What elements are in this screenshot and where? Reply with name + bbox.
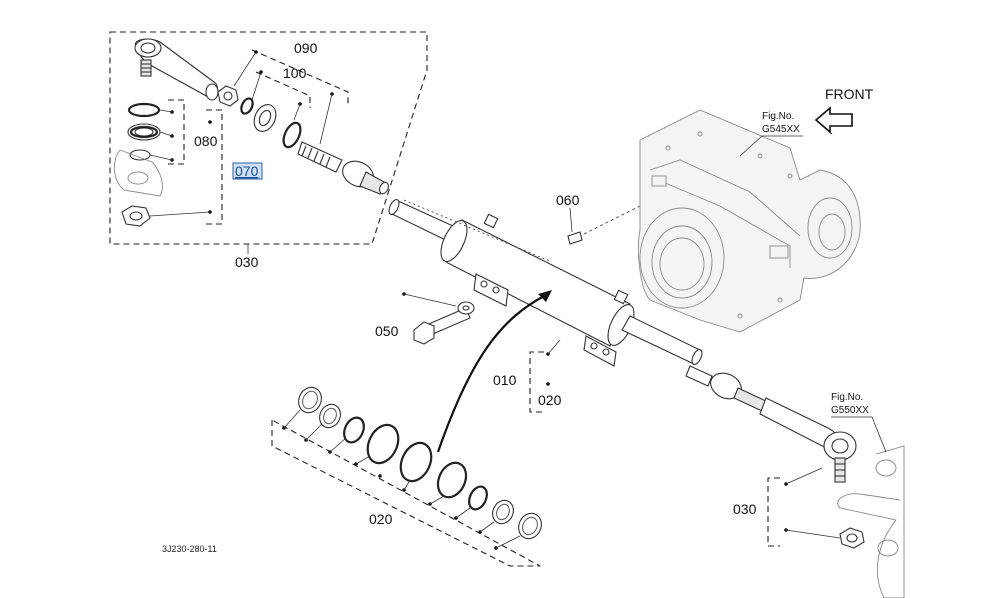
steering-cylinder-010[interactable]: [387, 198, 704, 367]
callout-010[interactable]: 010: [493, 372, 517, 388]
seal-stack-080[interactable]: [127, 102, 161, 161]
inner-tie-rod-070[interactable]: [297, 141, 390, 195]
callout-100[interactable]: 100: [283, 65, 307, 81]
pin-060[interactable]: [567, 231, 583, 245]
callout-050[interactable]: 050: [375, 323, 399, 339]
small-o-ring[interactable]: [239, 97, 255, 116]
assembly-arrow: [436, 290, 552, 453]
callout-030-top[interactable]: 030: [235, 254, 259, 270]
tie-rod-end-part[interactable]: [134, 38, 219, 101]
fig-ref-2-label: Fig.No.: [831, 392, 863, 403]
callout-090[interactable]: 090: [294, 40, 318, 56]
seal-kit-020[interactable]: [295, 384, 546, 543]
callout-030-right[interactable]: 030: [733, 501, 757, 517]
callout-020-bottom[interactable]: 020: [369, 511, 393, 527]
knuckle-ghost-outline: [114, 149, 163, 197]
fig-ref-1-label: Fig.No.: [762, 111, 794, 122]
right-tie-rod-end[interactable]: [759, 397, 857, 483]
callout-070-highlight: [232, 162, 263, 180]
right-castle-nut[interactable]: [839, 527, 865, 549]
castle-nut-part[interactable]: [121, 205, 151, 227]
bracket-070: [206, 109, 223, 225]
callout-020-right[interactable]: 020: [538, 392, 562, 408]
dust-seal-100[interactable]: [250, 101, 304, 150]
lock-nut-part[interactable]: [217, 85, 239, 107]
front-direction-arrow: [814, 106, 853, 135]
callout-080[interactable]: 080: [194, 133, 218, 149]
callout-060[interactable]: 060: [556, 192, 580, 208]
right-knuckle-ghost: [837, 445, 905, 598]
callout-070[interactable]: 070: [235, 163, 259, 179]
bracket-090: [251, 49, 349, 104]
bracket-030-right: [767, 477, 780, 547]
front-axle-housing-ghost: [638, 109, 861, 333]
figure-code: 3J230-280-11: [162, 544, 217, 554]
bracket-020-right: [529, 351, 544, 413]
bolt-050[interactable]: [413, 301, 475, 345]
front-label: FRONT: [825, 86, 874, 102]
fig-ref-1-code[interactable]: G545XX: [762, 124, 800, 135]
fig-ref-2-code[interactable]: G550XX: [831, 405, 869, 416]
seal-kit-boundary: [271, 419, 541, 567]
right-inner-tie-rod[interactable]: [685, 365, 769, 413]
bracket-080: [168, 99, 185, 165]
tie-rod-detail-boundary: [109, 31, 428, 245]
